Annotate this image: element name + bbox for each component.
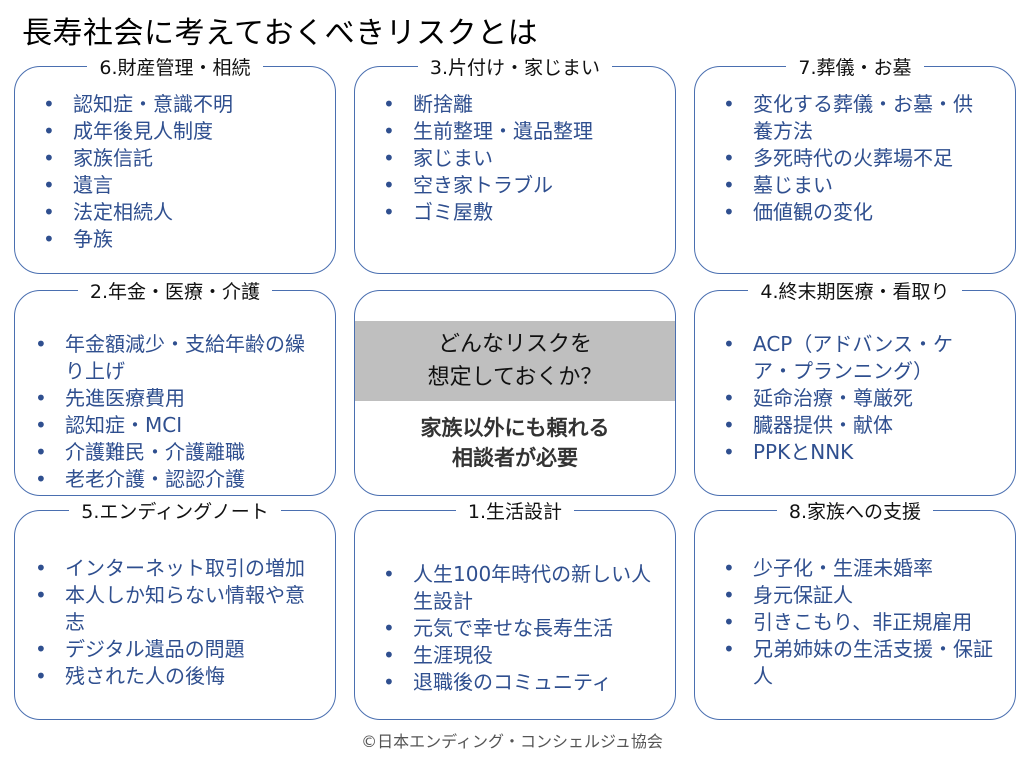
item-list: 断捨離 生前整理・遺品整理 家じまい 空き家トラブル ゴミ屋敷 (381, 91, 667, 226)
list-item: 家じまい (381, 145, 667, 172)
list-item: ゴミ屋敷 (381, 199, 667, 226)
item-list: 少子化・生涯未婚率 身元保証人 引きこもり、非正規雇用 兄弟姉妹の生活支援・保証… (721, 555, 1001, 690)
list-item: 引きこもり、非正規雇用 (721, 609, 1001, 636)
list-item: デジタル遺品の問題 (33, 636, 313, 663)
list-item: 墓じまい (721, 172, 987, 199)
center-card: どんなリスクを 想定しておくか？ 家族以外にも頼れる 相談者が必要 (354, 290, 676, 496)
question-band: どんなリスクを 想定しておくか？ (355, 321, 675, 401)
card-pension-medical-care: 2.年金・医療・介護 年金額減少・支給年齢の繰り上げ 先進医療費用 認知症・MC… (14, 281, 336, 496)
list-item: 臓器提供・献体 (721, 412, 975, 439)
list-item: 認知症・意識不明 (41, 91, 327, 118)
list-item: 老老介護・認認介護 (33, 466, 313, 493)
list-item: 空き家トラブル (381, 172, 667, 199)
card-title: 5.エンディングノート (69, 501, 281, 523)
list-item: 退職後のコミュニティ (381, 669, 659, 696)
center-note: 家族以外にも頼れる 相談者が必要 (355, 413, 675, 473)
list-item: 断捨離 (381, 91, 667, 118)
list-item: インターネット取引の増加 (33, 555, 313, 582)
list-item: 争族 (41, 226, 327, 253)
card-title: 4.終末期医療・看取り (748, 281, 962, 303)
note-line: 相談者が必要 (452, 446, 578, 470)
list-item: 年金額減少・支給年齢の繰り上げ (33, 331, 313, 385)
list-item: 遺言 (41, 172, 327, 199)
item-list: 年金額減少・支給年齢の繰り上げ 先進医療費用 認知症・MCI 介護難民・介護離職… (33, 331, 313, 493)
item-list: ACP（アドバンス・ケア・プランニング） 延命治療・尊厳死 臓器提供・献体 PP… (721, 331, 975, 466)
list-item: ACP（アドバンス・ケア・プランニング） (721, 331, 975, 385)
list-item: 本人しか知らない情報や意志 (33, 582, 313, 636)
list-item: 兄弟姉妹の生活支援・保証人 (721, 636, 1001, 690)
card-title: 1.生活設計 (455, 501, 575, 523)
card-family-support: 8.家族への支援 少子化・生涯未婚率 身元保証人 引きこもり、非正規雇用 兄弟姉… (694, 501, 1016, 720)
list-item: 身元保証人 (721, 582, 1001, 609)
list-item: 価値観の変化 (721, 199, 987, 226)
copyright-footer: ©日本エンディング・コンシェルジュ協会 (361, 732, 663, 751)
list-item: 少子化・生涯未婚率 (721, 555, 1001, 582)
question-line: どんなリスクを (437, 332, 592, 357)
list-item: 認知症・MCI (33, 412, 313, 439)
page-title: 長寿社会に考えておくべきリスクとは (22, 16, 539, 51)
list-item: 多死時代の火葬場不足 (721, 145, 987, 172)
list-item: 法定相続人 (41, 199, 327, 226)
list-item: 人生100年時代の新しい人生設計 (381, 561, 659, 615)
list-item: 元気で幸せな長寿生活 (381, 615, 659, 642)
card-tidying-house: 3.片付け・家じまい 断捨離 生前整理・遺品整理 家じまい 空き家トラブル ゴミ… (354, 57, 676, 274)
item-list: 変化する葬儀・お墓・供養方法 多死時代の火葬場不足 墓じまい 価値観の変化 (721, 91, 987, 226)
card-title: 3.片付け・家じまい (417, 57, 613, 79)
list-item: PPKとNNK (721, 439, 975, 466)
card-title: 6.財産管理・相続 (87, 57, 263, 79)
card-funeral-grave: 7.葬儀・お墓 変化する葬儀・お墓・供養方法 多死時代の火葬場不足 墓じまい 価… (694, 57, 1016, 274)
list-item: 生涯現役 (381, 642, 659, 669)
list-item: 残された人の後悔 (33, 663, 313, 690)
card-end-of-life-care: 4.終末期医療・看取り ACP（アドバンス・ケア・プランニング） 延命治療・尊厳… (694, 281, 1016, 496)
card-title: 2.年金・医療・介護 (77, 281, 273, 303)
list-item: 延命治療・尊厳死 (721, 385, 975, 412)
card-title: 8.家族への支援 (776, 501, 934, 523)
card-ending-note: 5.エンディングノート インターネット取引の増加 本人しか知らない情報や意志 デ… (14, 501, 336, 720)
list-item: 変化する葬儀・お墓・供養方法 (721, 91, 987, 145)
item-list: インターネット取引の増加 本人しか知らない情報や意志 デジタル遺品の問題 残され… (33, 555, 313, 690)
list-item: 生前整理・遺品整理 (381, 118, 667, 145)
list-item: 成年後見人制度 (41, 118, 327, 145)
item-list: 人生100年時代の新しい人生設計 元気で幸せな長寿生活 生涯現役 退職後のコミュ… (381, 561, 659, 696)
item-list: 認知症・意識不明 成年後見人制度 家族信託 遺言 法定相続人 争族 (41, 91, 327, 253)
list-item: 先進医療費用 (33, 385, 313, 412)
card-asset-inheritance: 6.財産管理・相続 認知症・意識不明 成年後見人制度 家族信託 遺言 法定相続人… (14, 57, 336, 274)
list-item: 家族信託 (41, 145, 327, 172)
list-item: 介護難民・介護離職 (33, 439, 313, 466)
card-life-planning: 1.生活設計 人生100年時代の新しい人生設計 元気で幸せな長寿生活 生涯現役 … (354, 501, 676, 720)
card-title: 7.葬儀・お墓 (786, 57, 924, 79)
note-line: 家族以外にも頼れる (420, 416, 610, 440)
question-line: 想定しておくか？ (427, 365, 603, 390)
